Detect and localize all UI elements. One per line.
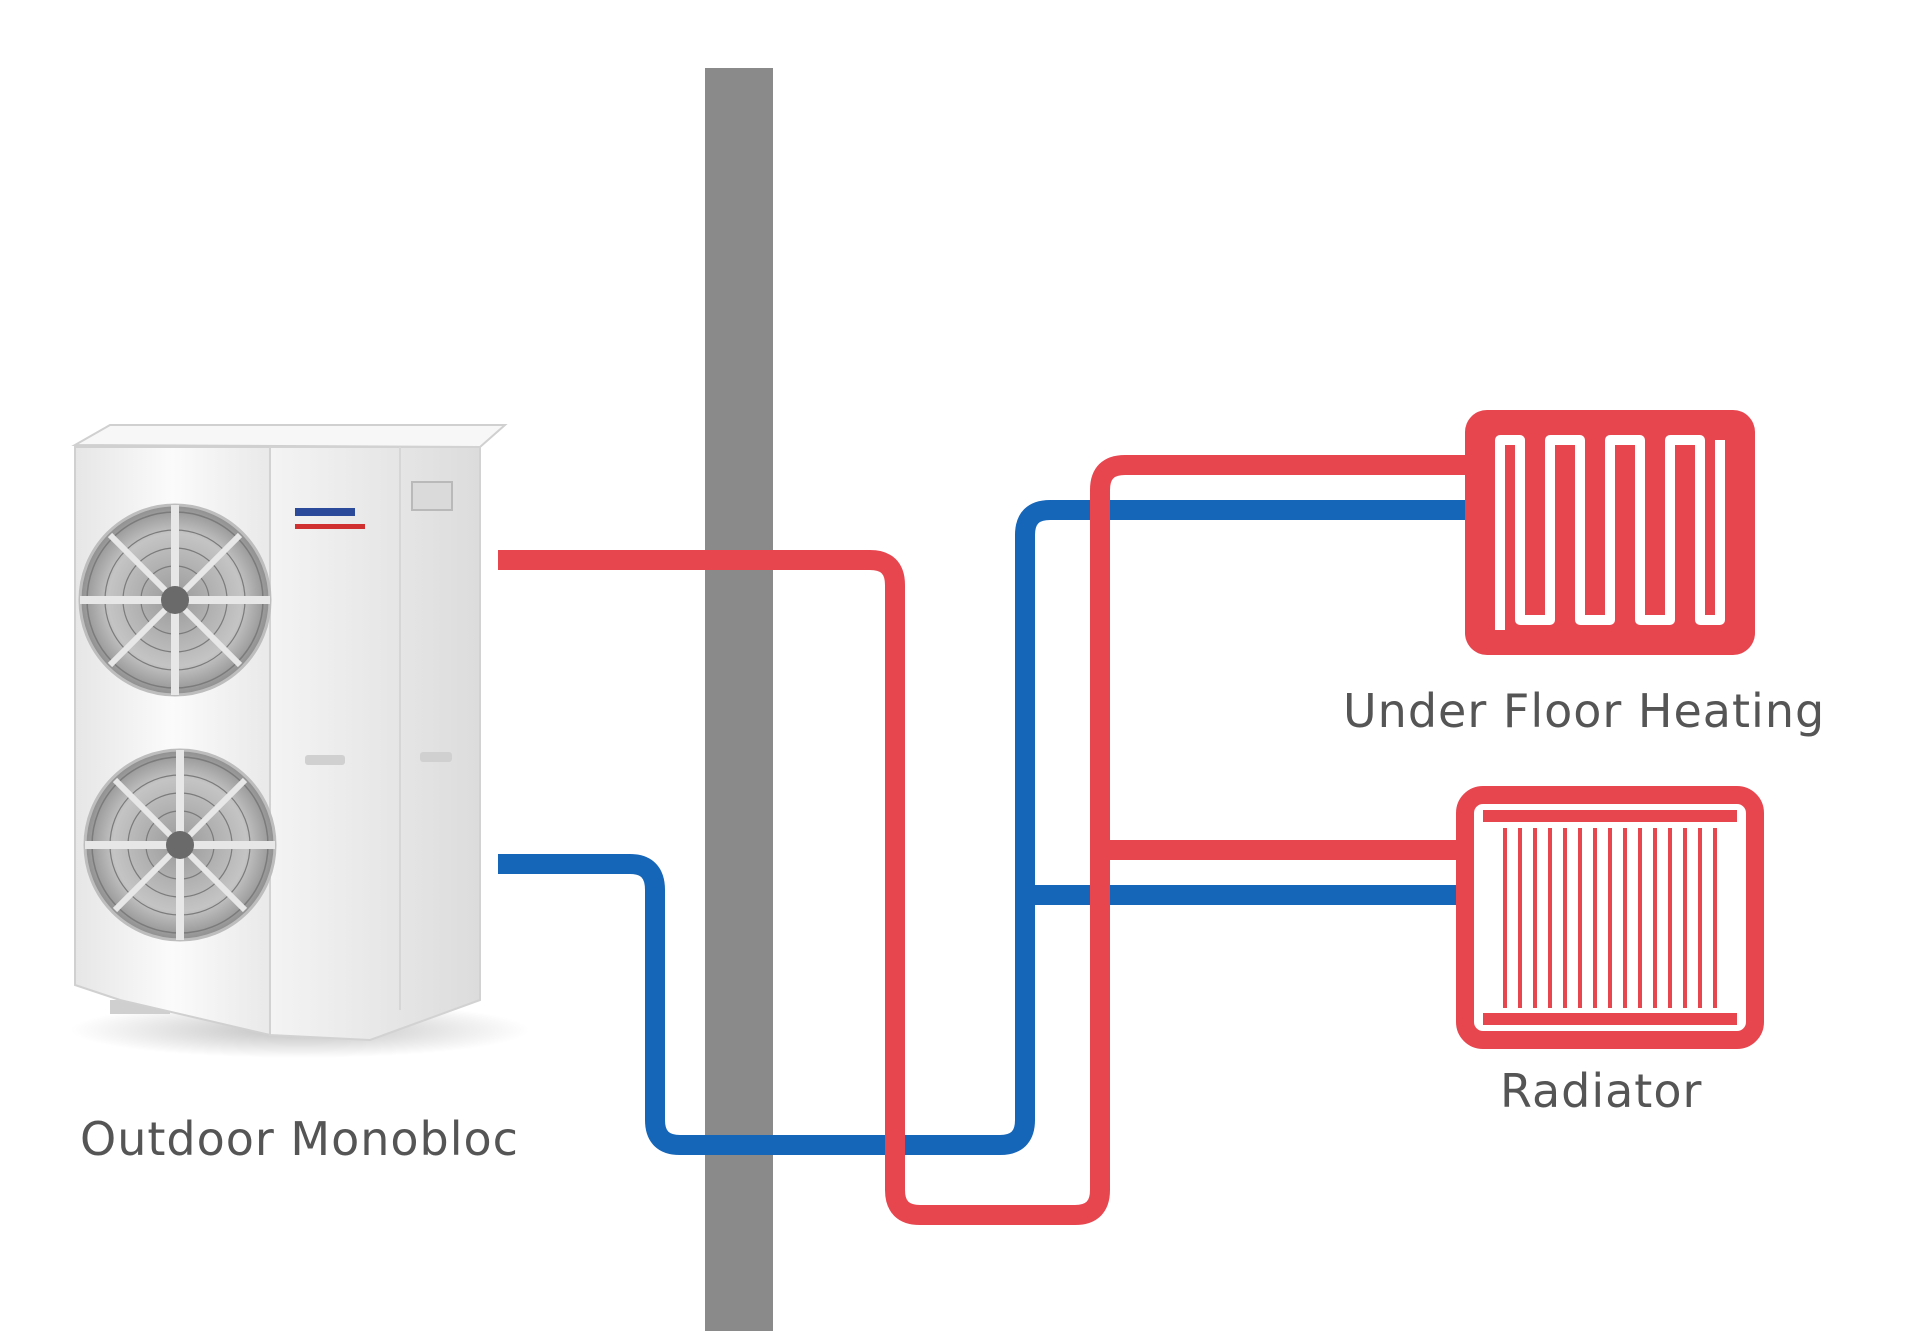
- underfloor-heating-icon: [1465, 410, 1755, 655]
- underfloor-heating-label: Under Floor Heating: [1343, 684, 1826, 738]
- fan-bottom-icon: [83, 748, 277, 942]
- heat-pump-unit-icon: [70, 424, 530, 1058]
- cold-pipe-main: [498, 500, 1465, 1155]
- wall: [705, 68, 773, 1331]
- radiator-fins: [1503, 828, 1717, 1008]
- fan-top-icon: [78, 503, 272, 697]
- underfloor-coil: [1495, 435, 1725, 630]
- outdoor-monobloc-label: Outdoor Monobloc: [80, 1112, 519, 1166]
- pipes: [498, 455, 1465, 1225]
- radiator-icon: [1456, 786, 1764, 1049]
- hot-pipe-main: [498, 455, 1465, 1225]
- radiator-label: Radiator: [1500, 1064, 1703, 1118]
